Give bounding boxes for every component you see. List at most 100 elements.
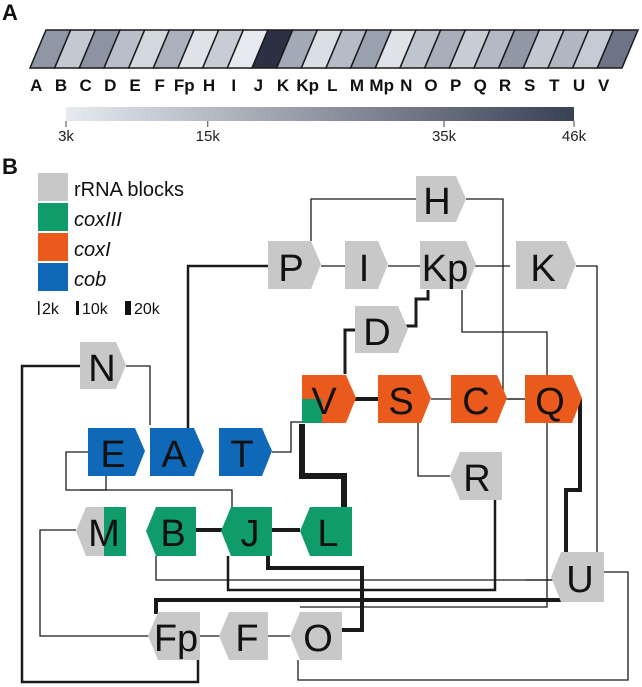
- edge-v-l: [299, 424, 347, 508]
- node-s-shape: [378, 375, 431, 423]
- edge-o-u: [297, 571, 629, 681]
- node-h[interactable]: H: [416, 176, 466, 223]
- edge-width-legend: 2k 10k 20k: [38, 301, 161, 318]
- node-r[interactable]: R: [450, 452, 502, 500]
- edge-d-kp: [404, 290, 430, 328]
- node-n-shape: [80, 342, 126, 389]
- graph-edges: [20, 198, 629, 684]
- block-label-t: T: [549, 76, 560, 95]
- panel-b-label: B: [2, 154, 18, 179]
- block-heatmap-row: [28, 29, 640, 69]
- node-u-shape: [551, 552, 604, 602]
- node-v-coxiii-stripe: [302, 399, 322, 423]
- node-p-shape: [268, 241, 321, 289]
- block-label-d: D: [104, 76, 116, 95]
- edge-p-h: [310, 198, 416, 241]
- node-q[interactable]: Q: [525, 375, 582, 423]
- node-h-shape: [416, 176, 466, 222]
- edge-e-j: [80, 489, 233, 515]
- node-c[interactable]: C: [451, 375, 507, 423]
- block-label-p: P: [450, 76, 461, 95]
- legend-item-cob: cob: [38, 263, 106, 291]
- node-fp-label: Fp: [154, 618, 198, 660]
- block-label-f: F: [155, 76, 165, 95]
- node-a[interactable]: A: [150, 428, 204, 476]
- node-e-shape: [88, 428, 145, 476]
- node-r-label: R: [463, 458, 490, 500]
- legend-swatch-rrna: [38, 173, 68, 201]
- node-o[interactable]: O: [290, 612, 342, 660]
- legend-item-coxiii: coxIII: [38, 203, 122, 231]
- block-label-q: Q: [474, 76, 487, 95]
- node-h-label: H: [423, 181, 450, 223]
- node-u[interactable]: U: [551, 552, 604, 602]
- node-l-label: L: [317, 513, 338, 555]
- node-kp[interactable]: Kp: [420, 241, 476, 290]
- edge-q-fp: [154, 399, 582, 614]
- block-label-i: I: [231, 76, 236, 95]
- block-label-b: B: [55, 76, 67, 95]
- node-k[interactable]: K: [516, 241, 576, 290]
- legend-swatch-coxi: [38, 233, 68, 261]
- node-s[interactable]: S: [378, 375, 431, 423]
- node-kp-shape: [420, 241, 476, 289]
- block-label-o: O: [424, 76, 437, 95]
- node-b[interactable]: B: [146, 507, 196, 556]
- node-b-label: B: [160, 513, 185, 555]
- node-v[interactable]: V: [302, 375, 356, 423]
- node-m[interactable]: M: [76, 507, 126, 556]
- edge-n-a: [126, 365, 151, 425]
- node-f[interactable]: F: [219, 612, 268, 660]
- node-r-shape: [450, 452, 502, 500]
- scale-tick-label-15k: 15k: [196, 128, 221, 145]
- panel-a-label: A: [2, 0, 18, 25]
- node-n[interactable]: N: [80, 342, 126, 390]
- legend-label-rrna: rRNA blocks: [74, 179, 184, 201]
- width-2k-label: 2k: [42, 301, 60, 318]
- block-label-n: N: [400, 76, 412, 95]
- block-label-fp: Fp: [174, 76, 195, 95]
- node-t[interactable]: T: [219, 428, 272, 476]
- edge-b-u: [155, 556, 556, 581]
- legend-label-coxi: coxI: [74, 239, 111, 261]
- block-label-v: V: [598, 76, 610, 95]
- block-label-j: J: [254, 76, 263, 95]
- node-m-coxiii-stripe: [104, 507, 126, 556]
- block-label-r: R: [499, 76, 511, 95]
- node-j-shape: [221, 507, 272, 556]
- node-a-shape: [150, 428, 204, 476]
- node-l[interactable]: L: [300, 507, 352, 556]
- scale-tick-label-35k: 35k: [432, 128, 457, 145]
- block-label-c: C: [80, 76, 92, 95]
- node-p[interactable]: P: [268, 241, 321, 290]
- legend-label-coxiii: coxIII: [74, 209, 122, 231]
- width-20k-mark: [125, 301, 131, 315]
- edge-h-q: [466, 198, 525, 400]
- block-label-a: A: [30, 76, 42, 95]
- node-v-label: V: [311, 381, 337, 423]
- node-i[interactable]: I: [345, 241, 388, 290]
- node-fp[interactable]: Fp: [148, 612, 200, 660]
- edge-n-fp: [20, 364, 200, 684]
- scale-tick-label-46k: 46k: [562, 128, 587, 145]
- node-p-label: P: [278, 248, 303, 290]
- node-o-shape: [290, 612, 342, 660]
- node-m-label: M: [88, 513, 120, 555]
- node-kp-label: Kp: [422, 248, 468, 290]
- edge-p-a: [186, 264, 272, 430]
- graph-nodes: H P I Kp K D N V: [76, 176, 604, 660]
- block-label-u: U: [573, 76, 585, 95]
- node-b-shape: [146, 507, 196, 556]
- edge-kp-o: [300, 290, 548, 608]
- edge-m-fp: [39, 529, 150, 637]
- heatmap-block-v: [596, 29, 640, 69]
- block-label-mp: Mp: [369, 76, 394, 95]
- node-e[interactable]: E: [88, 428, 145, 476]
- node-d[interactable]: D: [355, 306, 408, 354]
- node-s-label: S: [388, 381, 413, 423]
- node-j[interactable]: J: [221, 507, 272, 556]
- node-u-label: U: [566, 559, 593, 601]
